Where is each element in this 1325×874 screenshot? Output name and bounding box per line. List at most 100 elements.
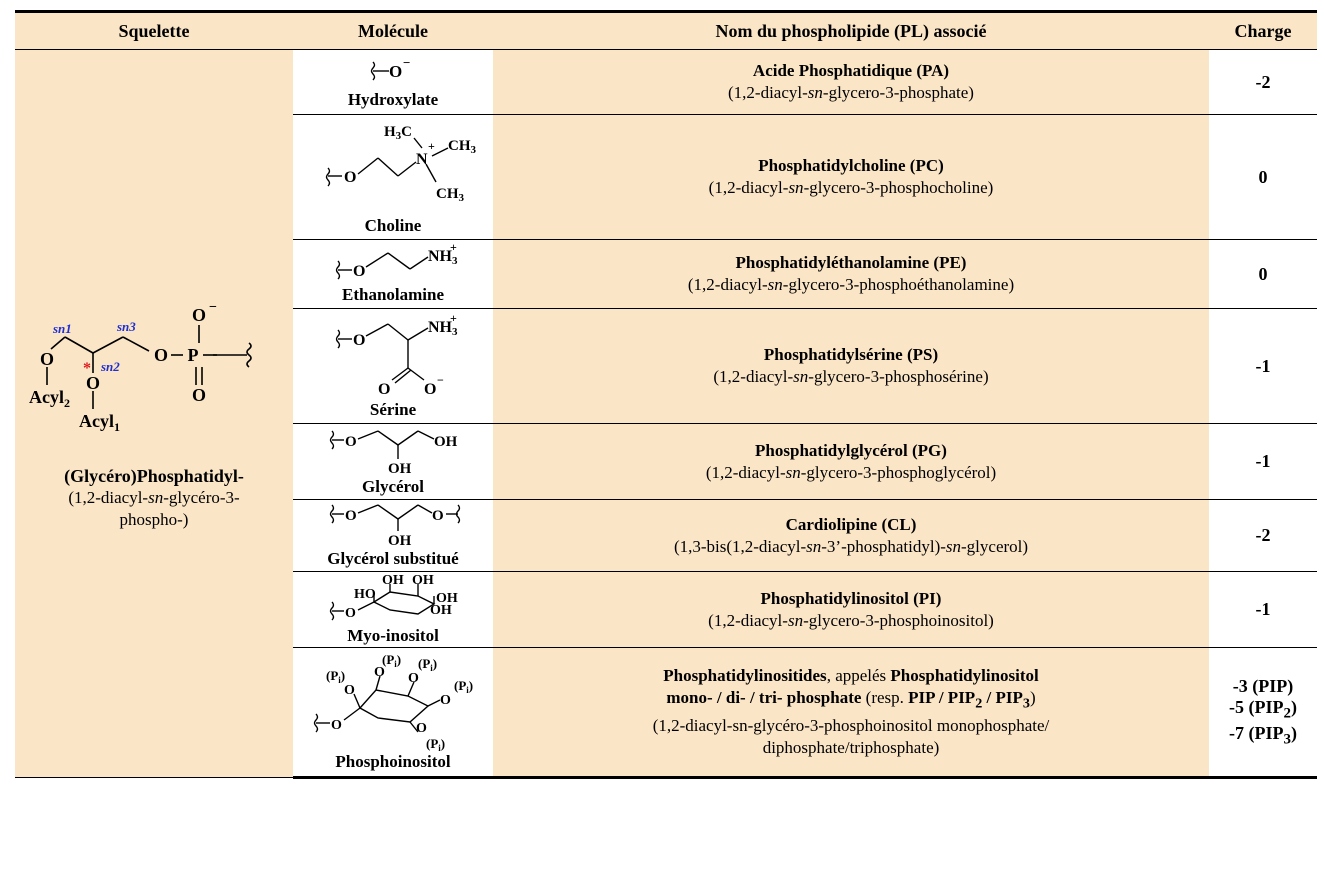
molecule-name-glycerol: Glycérol xyxy=(362,476,424,496)
pinositol-o-4: O xyxy=(440,693,451,708)
choline-ch3-right: CH3 xyxy=(448,138,477,156)
pip-line-2: mono- / di- / tri- phosphate (resp. PIP … xyxy=(666,688,1036,712)
charge-cl: -2 xyxy=(1209,499,1317,572)
pl-name-cell-ps: Phosphatidylsérine (PS) (1,2-diacyl-sn-g… xyxy=(493,308,1209,424)
table-row: O NH3 + O O − Sérine Phosphatidylsérine … xyxy=(15,308,1317,424)
phospholipid-table: Squelette Molécule Nom du phospholipide … xyxy=(15,10,1317,779)
pip-line-4: diphosphate/triphosphate) xyxy=(762,737,940,757)
charge-pg: -1 xyxy=(1209,423,1317,500)
pinositol-o-link: O xyxy=(331,718,342,733)
serine-nh3: NH3 xyxy=(428,319,458,338)
pl-name-cell-pip: Phosphatidylinositides, appelés Phosphat… xyxy=(493,647,1209,779)
subglycerol-o-left: O xyxy=(345,508,357,524)
pl-name-cl: Cardiolipine (CL) xyxy=(785,514,917,534)
pip-line-1: Phosphatidylinositides, appelés Phosphat… xyxy=(663,666,1039,686)
table-row: O NH3 + Ethanolamine Phosphatidyléthanol… xyxy=(15,239,1317,309)
glycerol-oh-bottom: OH xyxy=(388,461,412,477)
charge-pi: -1 xyxy=(1209,571,1317,648)
svg-text:+: + xyxy=(450,243,457,254)
molecule-name-serine: Sérine xyxy=(369,400,417,419)
charge-pc: 0 xyxy=(1209,114,1317,240)
ethanolamine-o: O xyxy=(353,263,365,280)
pl-systematic-pc: (1,2-diacyl-sn-glycero-3-phosphocholine) xyxy=(708,178,994,197)
charge-pa: -2 xyxy=(1209,49,1317,115)
pinositol-o-5: O xyxy=(416,721,427,736)
table-row: O OH OH HO OH OH Myo-inositol Phosphatid… xyxy=(15,571,1317,648)
skeleton-cell: O O P O − O O Acyl2 Acyl1 sn1 sn3 sn2 * … xyxy=(15,49,293,778)
serine-structure: O NH3 + O O − xyxy=(335,312,458,398)
inositol-o: O xyxy=(345,606,356,621)
serine-carbonyl-o: O xyxy=(378,381,390,398)
molecule-cell-ethanolamine: O NH3 + Ethanolamine xyxy=(293,239,493,309)
pinositol-o-1: O xyxy=(344,683,355,698)
hydroxylate-structure: O − xyxy=(370,55,410,81)
ethanolamine-structure: O NH3 + xyxy=(335,243,458,280)
pl-name-cell-pa: Acide Phosphatidique (PA) (1,2-diacyl-sn… xyxy=(493,49,1209,115)
table-row: O OH OH Glycérol Phosphatidylglycérol (P… xyxy=(15,423,1317,500)
header-skeleton: Squelette xyxy=(15,10,293,50)
pl-systematic-pe: (1,2-diacyl-sn-glycero-3-phosphoéthanola… xyxy=(687,275,1015,294)
header-charge: Charge xyxy=(1209,10,1317,50)
skeleton-o-bottom: O xyxy=(192,385,206,405)
pl-name-cell-cl: Cardiolipine (CL) (1,3-bis(1,2-diacyl-sn… xyxy=(493,499,1209,572)
glycerol-o: O xyxy=(345,434,357,450)
pl-systematic-cl: (1,3-bis(1,2-diacyl-sn-3’-phosphatidyl)-… xyxy=(673,536,1029,556)
subglycerol-oh: OH xyxy=(388,533,412,549)
serine-o: O xyxy=(353,332,365,349)
molecule-name-glycerol-substitue: Glycérol substitué xyxy=(327,548,459,568)
molecule-cell-phosphoinositol: O O (Pi) O (Pi) O (Pi) O (Pi) O (Pi) Pho… xyxy=(293,647,493,779)
header-pl-name: Nom du phospholipide (PL) associé xyxy=(493,10,1209,50)
svg-text:−: − xyxy=(437,373,444,387)
header-molecule: Molécule xyxy=(293,10,493,50)
pl-name-pg: Phosphatidylglycérol (PG) xyxy=(755,440,947,460)
glycerophosphate-skeleton-structure: O O P O − O O Acyl2 Acyl1 sn1 sn3 sn2 * xyxy=(29,300,252,434)
chiral-star: * xyxy=(83,360,91,377)
skeleton-name: (Glycéro)Phosphatidyl- xyxy=(64,465,244,486)
pl-name-pc: Phosphatidylcholine (PC) xyxy=(758,156,944,175)
molecule-cell-serine: O NH3 + O O − Sérine xyxy=(293,308,493,424)
charge-ps: -1 xyxy=(1209,308,1317,424)
pl-name-cell-pi: Phosphatidylinositol (PI) (1,2-diacyl-sn… xyxy=(493,571,1209,648)
choline-o: O xyxy=(344,169,356,186)
pl-name-cell-pc: Phosphatidylcholine (PC) (1,2-diacyl-sn-… xyxy=(493,114,1209,240)
label-sn1: sn1 xyxy=(52,321,72,336)
molecule-name-ethanolamine: Ethanolamine xyxy=(341,285,445,304)
table-row: O N + H3C CH3 CH3 Choline Phosphatidylch… xyxy=(15,114,1317,240)
pl-systematic-pg: (1,2-diacyl-sn-glycero-3-phosphoglycérol… xyxy=(705,462,997,482)
skeleton-o1: O xyxy=(40,349,54,369)
molecule-name-myo-inositol: Myo-inositol xyxy=(347,625,439,645)
inositol-oh-1: OH xyxy=(382,574,404,588)
skeleton-acyl2: Acyl2 xyxy=(29,387,70,410)
substituted-glycerol-structure: O O OH xyxy=(329,503,461,549)
pip-line-3: (1,2-diacyl-sn-glycéro-3-phosphoinositol… xyxy=(652,715,1050,735)
label-sn3: sn3 xyxy=(116,319,136,334)
pl-name-ps: Phosphatidylsérine (PS) xyxy=(763,345,939,364)
inositol-oh-4: OH xyxy=(430,603,452,618)
pinositol-pi-5: (Pi) xyxy=(426,736,445,752)
molecule-cell-hydroxylate: O − Hydroxylate xyxy=(293,49,493,115)
pl-name-pi: Phosphatidylinositol (PI) xyxy=(760,588,942,608)
molecule-name-hydroxylate: Hydroxylate xyxy=(347,90,439,109)
serine-carboxylate-o: O xyxy=(424,381,436,398)
skeleton-subtitle: (1,2-diacyl-sn-glycéro-3-phospho-) xyxy=(68,487,240,529)
svg-text:−: − xyxy=(403,55,410,70)
pinositol-pi-4: (Pi) xyxy=(454,678,473,695)
skeleton-o3: O xyxy=(154,345,168,365)
pl-name-pe: Phosphatidyléthanolamine (PE) xyxy=(735,253,967,272)
skeleton-minus: − xyxy=(209,300,217,315)
phosphoinositol-structure: O O (Pi) O (Pi) O (Pi) O (Pi) O (Pi) xyxy=(313,652,473,752)
header-row: Squelette Molécule Nom du phospholipide … xyxy=(15,10,1317,50)
pinositol-o-2: O xyxy=(374,665,385,680)
pl-systematic-pi: (1,2-diacyl-sn-glycero-3-phosphoinositol… xyxy=(708,610,994,630)
table-row: O O P O − O O Acyl2 Acyl1 sn1 sn3 sn2 * … xyxy=(15,49,1317,778)
pl-systematic-pa: (1,2-diacyl-sn-glycero-3-phosphate) xyxy=(728,83,974,102)
molecule-cell-glycerol-substitue: O O OH Glycérol substitué xyxy=(293,499,493,572)
pinositol-pi-2: (Pi) xyxy=(382,652,401,669)
inositol-oh-2: OH xyxy=(412,574,434,588)
skeleton-acyl1: Acyl1 xyxy=(79,411,120,434)
pinositol-pi-1: (Pi) xyxy=(326,668,345,685)
svg-text:+: + xyxy=(450,312,457,325)
molecule-name-choline: Choline xyxy=(364,216,422,235)
molecule-cell-glycerol: O OH OH Glycérol xyxy=(293,423,493,500)
charge-pe: 0 xyxy=(1209,239,1317,309)
